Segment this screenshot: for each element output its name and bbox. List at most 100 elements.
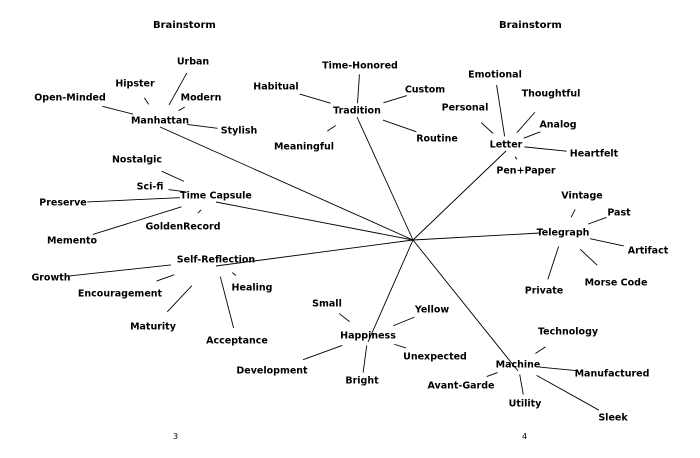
leaf-node-technology: Technology — [538, 327, 599, 338]
branch-line-happiness-small — [338, 313, 350, 322]
cluster-node-happiness: Happiness — [340, 331, 396, 342]
leaf-node-personal: Personal — [442, 103, 489, 114]
leaf-node-goldenrecord: GoldenRecord — [146, 222, 221, 233]
leaf-node-past: Past — [607, 208, 631, 219]
leaf-node-stylish: Stylish — [221, 126, 258, 137]
leaf-node-pen-paper: Pen+Paper — [496, 166, 555, 177]
spoke-line-self-reflection — [215, 239, 414, 267]
spoke-line-happiness — [367, 239, 414, 343]
leaf-node-manufactured: Manufactured — [575, 369, 650, 380]
spoke-line-machine — [412, 239, 519, 372]
leaf-node-yellow: Yellow — [414, 305, 449, 316]
cluster-node-tradition: Tradition — [333, 106, 381, 117]
leaf-node-healing: Healing — [232, 283, 273, 294]
leaf-node-habitual: Habitual — [253, 82, 298, 93]
page-number-left: 3 — [173, 432, 179, 441]
leaf-node-modern: Modern — [181, 93, 222, 104]
branch-line-tradition-meaningful — [327, 125, 336, 132]
branch-line-machine-technology — [535, 346, 546, 354]
leaf-node-small: Small — [312, 299, 342, 310]
branch-line-time-capsule-nostalgic — [161, 170, 185, 182]
branch-line-tradition-habitual — [299, 93, 331, 104]
branch-line-self-reflection-growth — [69, 264, 171, 277]
branch-line-tradition-routine — [382, 119, 417, 133]
branch-line-happiness-development — [302, 344, 343, 361]
leaf-node-private: Private — [525, 286, 564, 297]
branch-line-letter-heartfelt — [524, 146, 567, 152]
branch-line-manhattan-open-minded — [102, 105, 134, 115]
cluster-node-machine: Machine — [496, 360, 541, 371]
leaf-node-routine: Routine — [416, 134, 458, 145]
branch-line-time-capsule-goldenrecord — [197, 209, 202, 214]
branch-line-time-capsule-preserve — [87, 197, 180, 203]
cluster-node-self-reflection: Self-Reflection — [177, 255, 256, 266]
cluster-node-manhattan: Manhattan — [131, 116, 189, 127]
branch-line-manhattan-stylish — [187, 124, 218, 129]
branch-line-happiness-bright — [362, 345, 368, 373]
leaf-node-utility: Utility — [509, 399, 543, 410]
spoke-line-manhattan — [159, 126, 414, 241]
leaf-node-vintage: Vintage — [561, 191, 602, 202]
leaf-node-development: Development — [236, 366, 308, 377]
leaf-node-analog: Analog — [539, 120, 576, 131]
leaf-node-avant-garde: Avant-Garde — [427, 381, 494, 392]
branch-line-happiness-yellow — [393, 316, 415, 327]
branch-line-letter-analog — [523, 131, 541, 139]
leaf-node-memento: Memento — [47, 236, 98, 247]
leaf-node-growth: Growth — [31, 273, 70, 284]
branch-line-telegraph-vintage — [570, 209, 576, 218]
branch-line-telegraph-morse-code — [579, 248, 598, 266]
connector-lines — [69, 72, 624, 411]
branch-line-letter-pen-paper — [514, 156, 518, 160]
leaf-node-maturity: Maturity — [130, 322, 177, 333]
header-left: Brainstorm — [153, 20, 216, 31]
leaf-node-heartfelt: Heartfelt — [570, 149, 619, 160]
spoke-line-letter — [412, 150, 507, 241]
cluster-node-telegraph: Telegraph — [537, 228, 590, 239]
branch-line-self-reflection-acceptance — [219, 276, 235, 329]
branch-line-manhattan-modern — [178, 106, 185, 112]
branch-line-letter-emotional — [496, 84, 506, 137]
branch-line-time-capsule-sci-fi — [168, 189, 187, 193]
leaf-node-unexpected: Unexpected — [403, 352, 467, 363]
leaf-node-emotional: Emotional — [468, 70, 522, 81]
cluster-node-letter: Letter — [490, 140, 523, 151]
leaf-node-artifact: Artifact — [628, 246, 669, 257]
leaf-node-hipster: Hipster — [115, 79, 155, 90]
leaf-node-time-honored: Time-Honored — [322, 61, 398, 72]
page-number-right: 4 — [522, 432, 528, 441]
leaf-node-sci-fi: Sci-fi — [137, 182, 164, 193]
cluster-node-time-capsule: Time Capsule — [180, 191, 252, 202]
branch-line-time-capsule-memento — [92, 206, 182, 235]
branch-line-letter-personal — [480, 122, 494, 134]
spoke-line-time-capsule — [215, 201, 414, 241]
branch-line-letter-thoughtful — [516, 111, 536, 133]
branch-line-machine-utility — [519, 374, 524, 395]
branch-line-machine-manufactured — [539, 366, 576, 371]
spoke-line-tradition — [356, 116, 414, 241]
branch-line-machine-sleek — [536, 374, 600, 411]
leaf-node-bright: Bright — [345, 376, 379, 387]
leaf-node-meaningful: Meaningful — [274, 142, 334, 153]
branch-line-telegraph-past — [588, 217, 607, 225]
branch-line-self-reflection-encouragement — [156, 274, 175, 282]
branch-line-tradition-custom — [383, 95, 408, 104]
leaf-node-encouragement: Encouragement — [78, 289, 163, 300]
branch-line-self-reflection-maturity — [166, 285, 193, 313]
branch-line-telegraph-private — [547, 246, 560, 280]
leaf-node-open-minded: Open-Minded — [34, 93, 106, 104]
branch-line-happiness-unexpected — [394, 343, 407, 349]
leaf-node-urban: Urban — [177, 57, 210, 68]
branch-line-telegraph-artifact — [589, 238, 624, 247]
leaf-node-preserve: Preserve — [39, 198, 87, 209]
leaf-node-thoughtful: Thoughtful — [522, 89, 581, 100]
leaf-node-custom: Custom — [405, 85, 445, 96]
branch-line-machine-avant-garde — [486, 372, 498, 377]
spoke-line-telegraph — [412, 232, 541, 241]
leaf-node-acceptance: Acceptance — [206, 336, 268, 347]
branch-line-manhattan-hipster — [143, 97, 150, 105]
header-right: Brainstorm — [499, 20, 562, 31]
